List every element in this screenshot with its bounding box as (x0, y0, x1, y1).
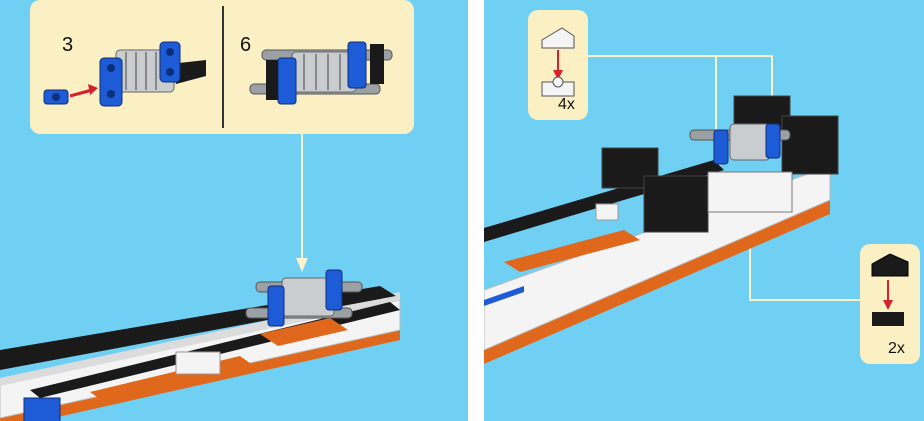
engine-subassembly (99, 41, 206, 107)
step-6-illustration (249, 41, 393, 105)
parts-callout-4x: 4x (528, 10, 588, 120)
instruction-page-right: 4x 2x (484, 0, 924, 421)
quantity-label-4x: 4x (558, 96, 575, 113)
engine-installed (245, 269, 363, 327)
train-model-left (0, 269, 401, 421)
callout-divider (222, 6, 224, 128)
instruction-page-left: 3 6 (0, 0, 468, 421)
quantity-label-2x: 2x (888, 340, 905, 357)
engine-frame-subassembly (249, 41, 393, 105)
train-model-right (484, 95, 839, 364)
step-number-6: 6 (240, 34, 252, 56)
assembly-arrow-icon (69, 84, 98, 98)
step-3-illustration (43, 41, 206, 107)
slope-part-icon (541, 27, 575, 97)
callout-pointer (296, 134, 308, 272)
submodel-callout: 3 6 (30, 0, 414, 134)
step-number-3: 3 (62, 34, 74, 56)
black-slope-part-icon (871, 253, 909, 326)
engine-installed-right (689, 123, 791, 165)
blue-bushing-part (43, 89, 69, 105)
parts-callout-2x: 2x (860, 244, 920, 364)
